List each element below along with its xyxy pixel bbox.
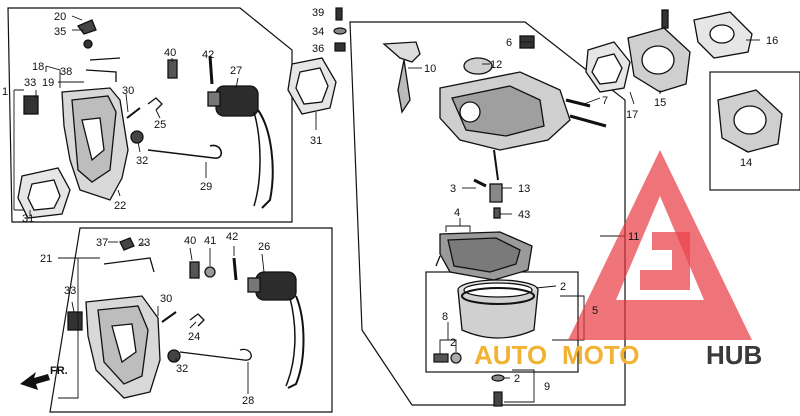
callout-label: 11 bbox=[628, 231, 639, 243]
callout-label: 8 bbox=[442, 311, 448, 323]
front-arrow bbox=[20, 372, 50, 390]
callout-label: 22 bbox=[114, 200, 126, 212]
callout-labels: 1 20 35 18 38 19 33 40 42 27 30 25 32 29… bbox=[2, 7, 778, 407]
callout-label: 18 bbox=[32, 61, 44, 73]
callout-label: 33 bbox=[64, 285, 76, 297]
lower-left-group-box bbox=[49, 227, 333, 413]
callout-label: 21 bbox=[40, 253, 52, 265]
callout-label: 3 bbox=[450, 183, 456, 195]
governor-assembly-lower bbox=[67, 237, 252, 399]
fuel-cut-solenoid-upper bbox=[207, 85, 274, 209]
callout-label: 10 bbox=[424, 63, 436, 75]
leader-lines bbox=[13, 15, 760, 403]
callout-label: 24 bbox=[188, 331, 200, 343]
callout-label: 40 bbox=[184, 235, 196, 247]
callout-label: 38 bbox=[60, 66, 72, 78]
insulator-set bbox=[585, 9, 783, 153]
callout-label: 1 bbox=[2, 86, 8, 98]
callout-label: 27 bbox=[230, 65, 242, 77]
callout-label: 32 bbox=[136, 155, 148, 167]
watermark-inner-mark bbox=[640, 232, 690, 290]
callout-label: 17 bbox=[626, 109, 638, 121]
callout-label: 31 bbox=[22, 213, 34, 225]
watermark-wordmark: AUTO MOTO HUB bbox=[474, 340, 762, 370]
callout-label: 16 bbox=[766, 35, 778, 47]
callout-label: 19 bbox=[42, 77, 54, 89]
float-bowl bbox=[457, 279, 539, 339]
callout-label: 37 bbox=[96, 237, 108, 249]
callout-label: 2 bbox=[560, 281, 566, 293]
float bbox=[435, 231, 533, 281]
callout-label: 15 bbox=[654, 97, 666, 109]
callout-label: 32 bbox=[176, 363, 188, 375]
callout-label: 9 bbox=[544, 381, 550, 393]
callout-label: 33 bbox=[24, 77, 36, 89]
watermark-logo bbox=[568, 150, 752, 340]
callout-label: 42 bbox=[226, 231, 238, 243]
carburetor-group-box bbox=[349, 21, 626, 406]
callout-label: 2 bbox=[450, 337, 456, 349]
callout-label: 31 bbox=[310, 135, 322, 147]
watermark-triangle-mark bbox=[568, 150, 752, 340]
callout-label: 7 bbox=[602, 95, 608, 107]
callout-label: 36 bbox=[312, 43, 324, 55]
governor-rod-29 bbox=[147, 144, 222, 159]
callout-label: 20 bbox=[54, 11, 66, 23]
gasket-31-left bbox=[17, 167, 71, 219]
callout-label: 30 bbox=[160, 293, 172, 305]
callout-label: 4 bbox=[454, 207, 460, 219]
bowl-hardware bbox=[433, 352, 505, 407]
callout-label: 43 bbox=[518, 209, 530, 221]
watermark-moto: MOTO bbox=[562, 340, 640, 370]
callout-label: 5 bbox=[592, 305, 598, 317]
callout-label: 2 bbox=[514, 373, 520, 385]
governor-assembly-upper bbox=[23, 19, 214, 201]
alt-insulator-box bbox=[709, 71, 800, 191]
callout-label: 14 bbox=[740, 157, 752, 169]
callout-label: 30 bbox=[122, 85, 134, 97]
callout-label: 35 bbox=[54, 26, 66, 38]
callout-label: 39 bbox=[312, 7, 324, 19]
front-label: FR. bbox=[50, 365, 68, 377]
callout-label: 28 bbox=[242, 395, 254, 407]
callout-label: 6 bbox=[506, 37, 512, 49]
callout-label: 40 bbox=[164, 47, 176, 59]
fuel-cut-solenoid-lower bbox=[247, 271, 305, 389]
callout-label: 34 bbox=[312, 26, 324, 38]
callout-label: 12 bbox=[490, 59, 502, 71]
callout-label: 23 bbox=[138, 237, 150, 249]
carburetor-body bbox=[382, 35, 607, 219]
gasket-31-mid bbox=[287, 57, 337, 115]
callout-label: 42 bbox=[202, 49, 214, 61]
callout-label: 25 bbox=[154, 119, 166, 131]
watermark-auto: AUTO bbox=[474, 340, 547, 370]
hardware-stack bbox=[333, 7, 347, 52]
callout-label: 13 bbox=[518, 183, 530, 195]
watermark-hub: HUB bbox=[706, 340, 762, 370]
callout-label: 41 bbox=[204, 235, 216, 247]
upper-left-group-box bbox=[7, 7, 293, 223]
callout-label: 26 bbox=[258, 241, 270, 253]
callout-label: 29 bbox=[200, 181, 212, 193]
